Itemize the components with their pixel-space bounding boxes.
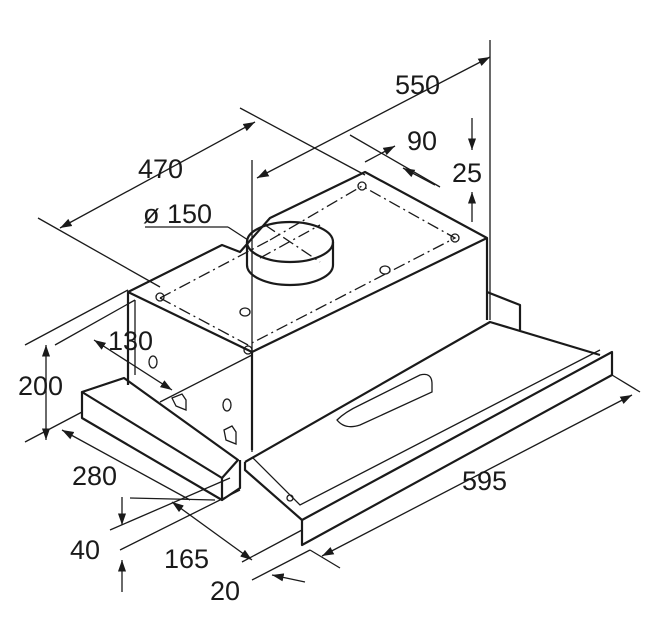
- base-plate: [80, 290, 522, 502]
- dim-90: 90: [407, 126, 438, 156]
- dimension-lines: [24, 40, 641, 592]
- dim-165: 165: [164, 544, 210, 574]
- dim-280: 280: [72, 461, 118, 491]
- dim-duct-diameter: ø 150: [143, 199, 213, 229]
- dim-595: 595: [462, 466, 508, 496]
- dim-550: 550: [395, 70, 441, 100]
- dim-20: 20: [210, 576, 241, 606]
- dim-470: 470: [138, 154, 184, 184]
- exhaust-duct-collar: [245, 220, 335, 287]
- dim-130: 130: [108, 326, 154, 356]
- dim-200: 200: [18, 371, 64, 401]
- dim-40: 40: [70, 535, 101, 565]
- dim-25: 25: [452, 158, 483, 188]
